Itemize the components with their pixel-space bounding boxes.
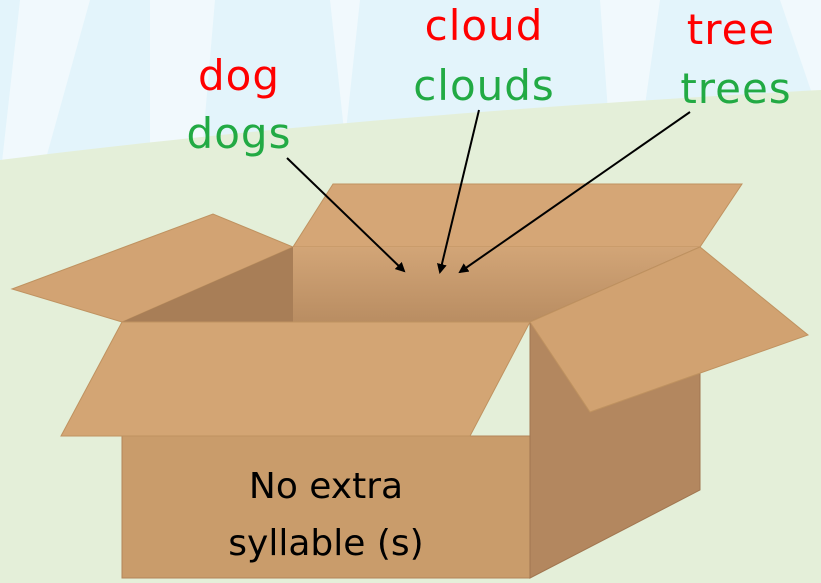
box-front-flap [60,321,531,437]
box-label-line1: No extra [249,466,403,507]
arrow-tree [458,111,691,274]
word-dog-plural: dogs [187,109,292,158]
word-cloud-singular: cloud [425,1,544,50]
word-tree-plural: trees [680,64,791,113]
arrow-dog [286,157,406,273]
word-tree-singular: tree [687,5,776,54]
box-inner-left-wall [122,247,293,322]
arrow-cloud [437,109,480,274]
box-back-flap [292,183,743,248]
word-cloud-plural: clouds [413,61,555,110]
box-right-flap [529,246,810,413]
word-dog-singular: dog [198,51,280,100]
box-label-line2: syllable (s) [228,523,423,564]
